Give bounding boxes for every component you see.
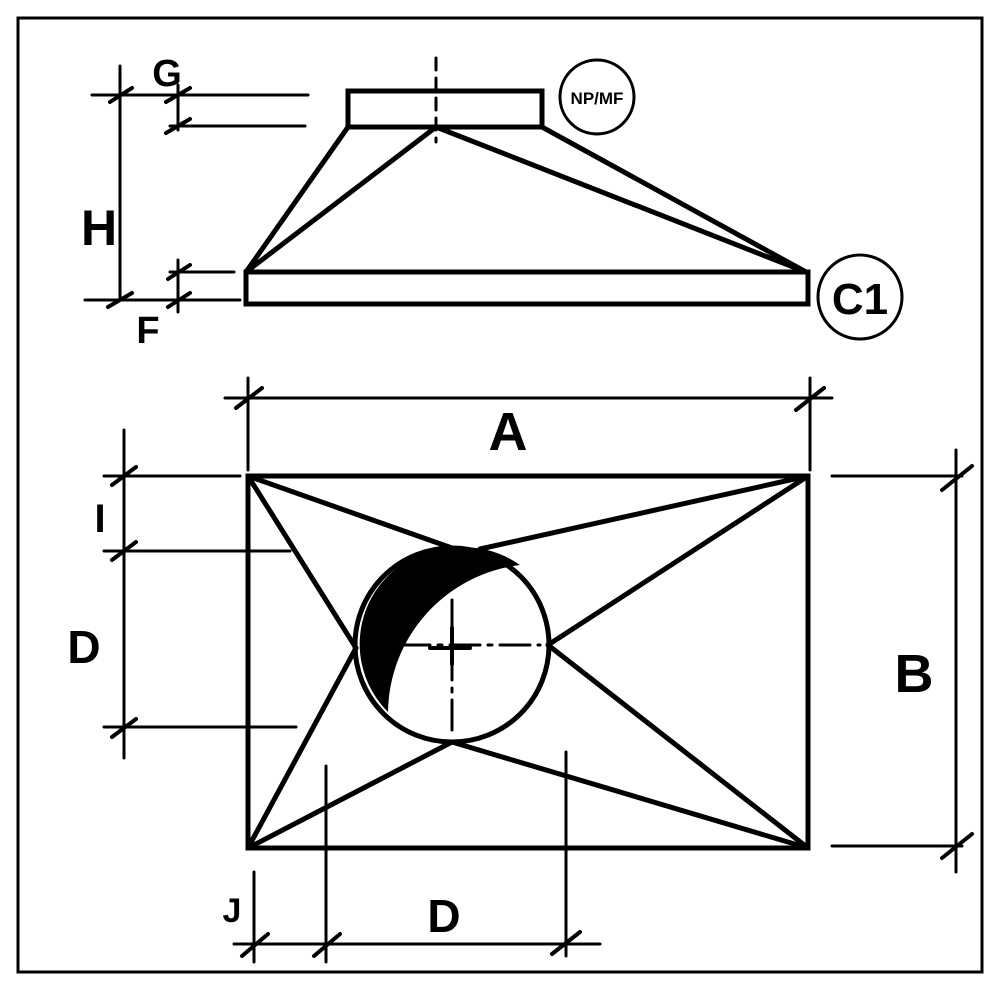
dimension-d-left: D: [67, 549, 298, 760]
diag-top-left-1: [245, 473, 359, 651]
inner-diagonal-right: [433, 124, 809, 275]
d-left-label: D: [67, 621, 100, 673]
d-bottom-tick-right: [550, 930, 582, 956]
a-tick-right: [794, 386, 826, 412]
top-collar: [345, 88, 545, 130]
i-tick-top: [110, 465, 138, 487]
dimension-j: J: [223, 870, 602, 964]
drawing-frame: [16, 16, 984, 974]
dimension-h: H: [81, 64, 242, 309]
d-left-tick-bottom: [110, 717, 138, 739]
h-tick-top: [108, 86, 134, 104]
b-label: B: [895, 644, 934, 704]
d-bottom-tick-left: [312, 932, 342, 958]
hood-right-side: [539, 124, 809, 275]
dimension-b: B: [830, 448, 974, 874]
plan-view: A B I D: [67, 376, 974, 964]
dimension-f: F: [136, 258, 236, 352]
base-band: [243, 269, 811, 307]
plan-outline: [245, 473, 811, 851]
dimension-i: I: [94, 428, 292, 562]
collar-callout-circle: [558, 58, 636, 136]
inner-diagonal-left: [243, 124, 439, 275]
diag-bottom-left-1: [245, 645, 359, 851]
side-elevation-view: NP/MF C1 G H F: [81, 53, 904, 352]
g-tick-bottom: [164, 117, 192, 135]
j-label: J: [223, 892, 242, 930]
diag-bottom-left-2: [245, 739, 455, 851]
diag-top-left-2: [245, 473, 455, 551]
base-callout-circle: [816, 253, 904, 341]
i-label: I: [94, 497, 105, 541]
collar-callout-text: NP/MF: [571, 89, 624, 108]
d-bottom-label: D: [427, 890, 460, 942]
b-tick-bottom: [940, 832, 974, 860]
diag-top-right-1: [477, 473, 811, 552]
f-tick-bottom: [166, 291, 192, 309]
g-tick-top: [164, 86, 192, 104]
base-callout: C1: [816, 253, 904, 341]
diag-top-right-2: [545, 473, 811, 648]
b-tick-top: [940, 464, 974, 492]
duct-circle: [352, 545, 552, 745]
j-tick-left: [240, 932, 270, 958]
duct-shading: [359, 547, 520, 712]
base-callout-text: C1: [832, 275, 888, 324]
diag-bottom-right-2: [449, 739, 811, 851]
dimension-a: A: [223, 376, 834, 472]
hood-left-side: [243, 124, 351, 275]
f-tick-top: [166, 263, 192, 281]
collar-callout: NP/MF: [558, 58, 636, 136]
g-label: G: [152, 53, 182, 95]
a-label: A: [489, 402, 528, 462]
diag-bottom-right-1: [545, 642, 811, 851]
dimension-d-bottom: D: [312, 750, 582, 964]
a-tick-left: [234, 386, 264, 410]
dimension-g: G: [90, 53, 310, 135]
f-label: F: [136, 310, 159, 352]
h-label: H: [81, 200, 117, 256]
